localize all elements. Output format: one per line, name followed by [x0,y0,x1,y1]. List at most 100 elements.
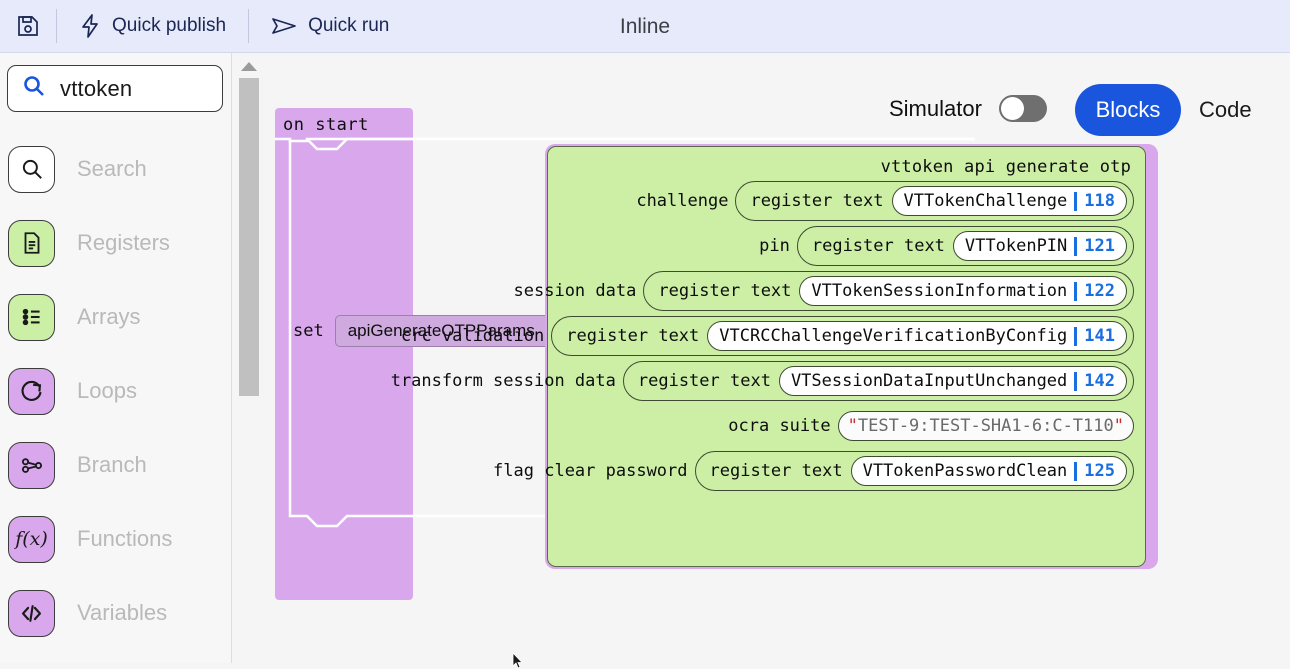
value-slot: vttoken api generate otp challenge regis… [391,144,1158,569]
list-icon [8,293,55,341]
row-label: challenge [636,191,729,211]
search-icon [8,145,55,193]
register-field[interactable]: VTTokenPIN 121 [952,231,1127,261]
row-label: transform session data [390,371,616,391]
field-separator [1074,191,1078,211]
close-quote: " [1113,416,1124,436]
toolbar-divider-2 [248,9,250,43]
save-floppy-icon [16,14,40,38]
simulator-toggle[interactable] [998,95,1047,122]
simulator-label: Simulator [889,95,982,121]
reporter-label: register text [750,191,884,211]
block-row: pin register text VTTokenPIN 121 [548,225,1134,267]
variable-dropdown[interactable]: apiGenerateOTPParams [334,315,567,347]
sidebar-item-label: Loops [77,378,137,403]
reporter-label: register text [566,326,700,346]
register-text-reporter[interactable]: register text VTTokenPasswordClean 125 [694,451,1134,491]
sidebar-item-registers[interactable]: Registers [8,215,228,271]
register-field[interactable]: VTTokenPasswordClean 125 [850,456,1127,486]
canvas-scrollbar-thumb[interactable] [239,78,259,396]
block-row: challenge register text VTTokenChallenge… [548,180,1134,222]
sidebar-item-label: Branch [77,452,147,477]
field-separator [1074,371,1078,391]
on-start-label: on start [283,115,369,135]
register-text-reporter[interactable]: register text VTTokenChallenge 118 [735,181,1134,221]
register-number: 142 [1084,371,1115,391]
open-quote: " [847,416,858,436]
blocks-sidebar: vttoken Search Registers Arrays [0,53,232,663]
block-title: vttoken api generate otp [880,157,1131,177]
blocks-tab-button[interactable]: Blocks [1075,84,1181,136]
row-label: session data [513,281,637,301]
variable-dropdown-value: apiGenerateOTPParams [347,321,535,340]
block-row: ocra suite "TEST-9:TEST-SHA1-6:C-T110" [548,405,1134,447]
register-number: 141 [1084,326,1115,346]
quick-run-button[interactable]: Quick run [249,0,411,53]
sidebar-item-search[interactable]: Search [8,141,228,197]
register-name: VTSessionDataInputUnchanged [790,371,1068,391]
block-row: transform session data register text VTS… [391,360,1134,402]
quick-publish-button[interactable]: Quick publish [57,0,248,53]
register-name: VTTokenSessionInformation [811,281,1068,301]
register-name: VTTokenPIN [964,236,1068,256]
register-field[interactable]: VTTokenSessionInformation 122 [799,276,1127,306]
string-literal-field[interactable]: "TEST-9:TEST-SHA1-6:C-T110" [837,411,1134,441]
block-row: session data register text VTTokenSessio… [514,270,1134,312]
save-button[interactable] [0,0,56,53]
code-tab-button[interactable]: Code [1199,97,1252,122]
register-name: VTCRCChallengeVerificationByConfig [719,326,1068,346]
sidebar-item-functions[interactable]: f(x) Functions [8,511,228,567]
toggle-knob [1000,97,1024,120]
toolbar-divider-1 [56,9,57,43]
sidebar-item-label: Variables [77,600,168,625]
simulator-toggle-group: Simulator [889,95,1047,122]
register-field[interactable]: VTTokenChallenge 118 [891,186,1127,216]
field-separator [1074,461,1078,481]
row-label: ocra suite [728,416,831,436]
field-separator [1074,281,1078,301]
register-name: VTTokenChallenge [903,191,1068,211]
register-number: 122 [1084,281,1115,301]
reporter-label: register text [637,371,771,391]
quick-run-label: Quick run [308,15,390,36]
code-icon [8,589,55,637]
search-input[interactable]: vttoken [7,65,223,112]
sidebar-item-branch[interactable]: Branch [8,437,228,493]
sidebar-item-label: Functions [77,526,173,551]
sidebar-item-label: Search [77,156,147,181]
search-icon [22,74,46,103]
register-text-reporter[interactable]: register text VTTokenSessionInformation … [643,271,1134,311]
sidebar-item-loops[interactable]: Loops [8,363,228,419]
field-separator [1074,236,1078,256]
lightning-bolt-icon [79,13,101,39]
block-row: flag clear password register text VTToke… [493,450,1134,492]
block-row: crc validation register text VTCRCChalle… [401,315,1134,357]
register-text-reporter[interactable]: register text VTTokenPIN 121 [796,226,1134,266]
register-number: 118 [1084,191,1115,211]
string-value: TEST-9:TEST-SHA1-6:C-T110 [857,416,1114,436]
blocks-canvas[interactable]: Simulator Blocks Code on start set apiGe… [261,53,1290,663]
row-label: pin [759,236,790,256]
register-number: 121 [1084,236,1115,256]
row-label: flag clear password [493,461,688,481]
function-icon: f(x) [8,515,55,563]
quick-publish-label: Quick publish [112,15,227,36]
scroll-up-arrow-icon[interactable] [241,62,257,71]
document-icon [8,219,55,267]
field-separator [1074,326,1078,346]
refresh-icon [8,367,55,415]
on-start-inner-outline [275,137,975,528]
register-text-reporter[interactable]: register text VTCRCChallengeVerification… [551,316,1134,356]
sidebar-item-variables[interactable]: Variables [8,585,228,641]
reporter-label: register text [658,281,792,301]
register-text-reporter[interactable]: register text VTSessionDataInputUnchange… [622,361,1134,401]
register-field[interactable]: VTCRCChallengeVerificationByConfig 141 [707,321,1127,351]
reporter-label: register text [709,461,843,481]
sidebar-item-arrays[interactable]: Arrays [8,289,228,345]
branch-icon [8,441,55,489]
register-field[interactable]: VTSessionDataInputUnchanged 142 [778,366,1127,396]
sidebar-item-label: Arrays [77,304,141,329]
top-toolbar: Quick publish Quick run [0,0,1290,53]
vttoken-api-generate-otp-block[interactable]: vttoken api generate otp challenge regis… [391,146,1146,567]
paper-plane-icon [271,15,297,37]
